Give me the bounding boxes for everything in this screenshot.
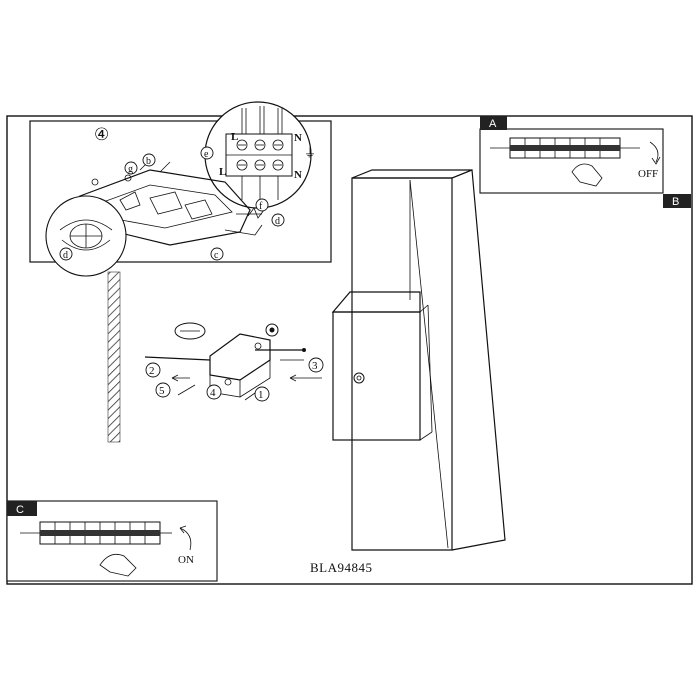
- svg-text:2: 2: [149, 365, 155, 377]
- callout-f: f: [255, 198, 269, 212]
- terminal-screw-row: [236, 139, 284, 171]
- callout-g: g: [124, 161, 138, 175]
- callout-b: b: [142, 153, 156, 167]
- svg-text:3: 3: [312, 360, 318, 372]
- callout-e: e: [200, 146, 214, 160]
- step-4-label: ④: [94, 125, 109, 144]
- wires: [241, 106, 283, 205]
- hand-icon: [571, 163, 603, 187]
- svg-text:5: 5: [159, 385, 165, 397]
- svg-text:d: d: [275, 216, 280, 227]
- svg-text:e: e: [204, 149, 209, 160]
- panel-c-terminal-strip: [20, 521, 172, 545]
- terminal-label-live-bottom: L: [219, 166, 226, 178]
- terminal-label-neutral-bottom: N: [294, 169, 302, 181]
- svg-text:g: g: [128, 164, 133, 175]
- wiring-inset: ④ L N ⏚ L N: [29, 101, 332, 277]
- panel-a-terminal-strip: [490, 137, 640, 159]
- callout-d-left: d: [59, 247, 73, 261]
- arrow-up-icon: [179, 527, 192, 551]
- svg-text:1: 1: [258, 389, 264, 401]
- panel-c-tag: [7, 501, 37, 516]
- panel-a-action: OFF: [638, 168, 658, 180]
- terminal-label-live-top: L: [231, 131, 238, 143]
- lamp-mount-hole: [353, 372, 365, 384]
- svg-text:d: d: [63, 250, 68, 261]
- callout-d-right: d: [271, 213, 285, 227]
- terminal-block-zoom: L N ⏚ L N: [204, 101, 316, 209]
- panel-c-action: ON: [178, 554, 194, 566]
- strain-relief-zoom: [45, 195, 127, 277]
- outer-frame: [6, 115, 693, 585]
- mounting-bracket-assembly: 1 2 3 4 5: [144, 322, 324, 402]
- arrow-down-icon: [649, 141, 659, 163]
- svg-text:A: A: [489, 118, 497, 130]
- callout-c: c: [210, 247, 224, 261]
- step-3: 3: [308, 357, 324, 373]
- svg-text:c: c: [214, 250, 219, 261]
- earth-symbol-icon: ⏚: [304, 146, 316, 160]
- panel-c-switch-on: C ON: [6, 500, 218, 582]
- step-5: 5: [155, 382, 171, 398]
- step-4: 4: [206, 384, 222, 400]
- svg-text:b: b: [146, 156, 151, 167]
- panel-a-switch-off: A OFF: [479, 116, 664, 194]
- svg-text:f: f: [259, 201, 263, 212]
- lamp-body: [331, 169, 506, 551]
- svg-text:4: 4: [210, 387, 216, 399]
- step-2: 2: [145, 362, 161, 378]
- svg-text:C: C: [16, 504, 24, 516]
- step-1: 1: [254, 386, 270, 402]
- hand-icon: [99, 553, 137, 577]
- panel-b-tag: B: [663, 194, 691, 208]
- wall-section: [107, 271, 121, 443]
- model-code: BLA94845: [310, 560, 373, 575]
- terminal-label-neutral-top: N: [294, 132, 302, 144]
- panel-a-tag: [480, 116, 507, 130]
- svg-text:B: B: [672, 196, 679, 208]
